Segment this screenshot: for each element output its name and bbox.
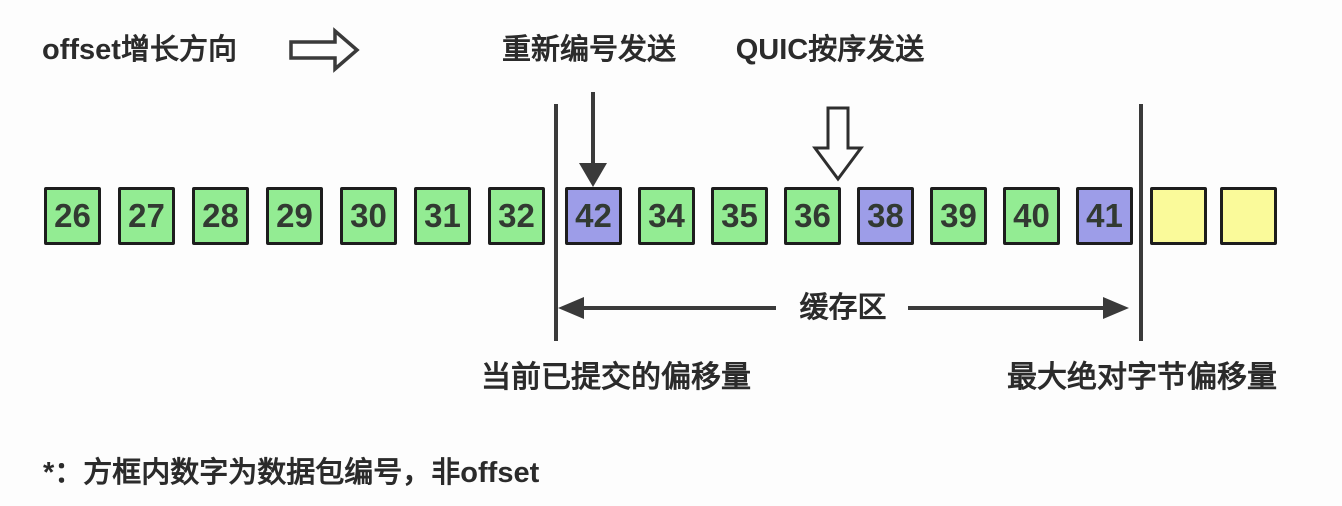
offset-direction-label: offset增长方向 <box>42 34 237 66</box>
buffer-arrow-right-head <box>1103 297 1129 319</box>
down-arrow-icon <box>579 163 607 187</box>
packet-box-26: 26 <box>44 187 101 245</box>
sent-packets-row: 26 27 28 29 30 31 32 <box>44 187 545 245</box>
renumber-resend-label: 重新编号发送 <box>501 34 677 66</box>
packet-box-31: 31 <box>414 187 471 245</box>
packet-box-40: 40 <box>1003 187 1060 245</box>
right-block-arrow-icon <box>289 27 360 73</box>
footnote-label: *：方框内数字为数据包编号，非offset <box>43 457 540 489</box>
packet-box-39: 39 <box>930 187 987 245</box>
packet-box-28: 28 <box>192 187 249 245</box>
packet-box-29: 29 <box>266 187 323 245</box>
buffer-arrow-left-head <box>558 297 584 319</box>
packet-box-38: 38 <box>857 187 914 245</box>
packet-box-36: 36 <box>784 187 841 245</box>
future-packets-row <box>1150 187 1277 245</box>
buffer-area-label: 缓存区 <box>799 292 887 324</box>
packet-box-35: 35 <box>711 187 768 245</box>
buffer-packets-row: 42 34 35 36 38 39 40 41 <box>565 187 1133 245</box>
packet-box-41: 41 <box>1076 187 1133 245</box>
committed-offset-label: 当前已提交的偏移量 <box>481 361 751 394</box>
max-byte-offset-label: 最大绝对字节偏移量 <box>1007 361 1277 394</box>
packet-box-empty <box>1220 187 1277 245</box>
down-block-arrow-icon <box>812 106 864 182</box>
packet-box-34: 34 <box>638 187 695 245</box>
packet-box-30: 30 <box>340 187 397 245</box>
packet-box-empty <box>1150 187 1207 245</box>
packet-box-32: 32 <box>488 187 545 245</box>
packet-box-27: 27 <box>118 187 175 245</box>
packet-box-42: 42 <box>565 187 622 245</box>
quic-in-order-label: QUIC按序发送 <box>735 34 925 66</box>
